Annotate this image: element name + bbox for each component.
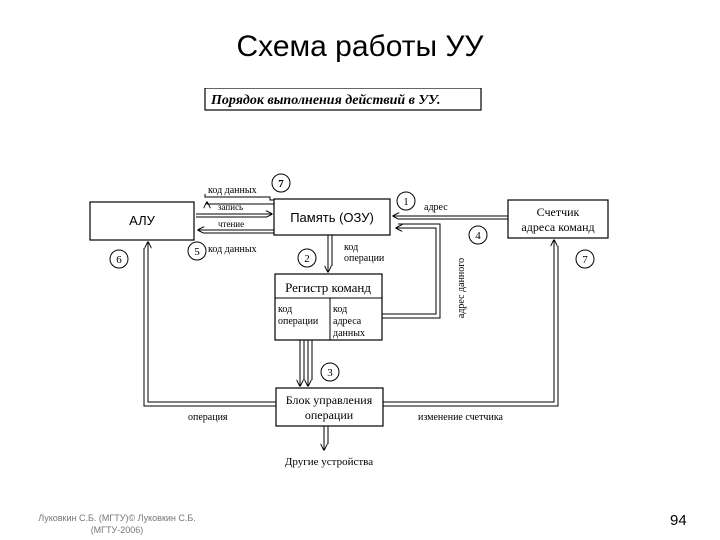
control-label-line2: операции	[305, 408, 354, 422]
label-op-code-line1: код	[344, 242, 358, 253]
caption-box	[204, 87, 482, 111]
memory-label: Память (ОЗУ)	[290, 210, 374, 225]
register-cell-addr-line2: адреса	[333, 316, 362, 327]
label-data-code-top: код данных	[208, 185, 257, 196]
step-marker-2: 2	[297, 248, 317, 268]
memory-block	[273, 198, 391, 236]
control-block	[275, 387, 384, 427]
label-data-code-bottom: код данных	[208, 244, 257, 255]
label-data-address: адрес данного	[456, 258, 467, 318]
svg-text:7: 7	[582, 254, 588, 266]
svg-text:1: 1	[403, 196, 409, 208]
register-cell-addr-line3: данных	[333, 328, 365, 339]
counter-block	[507, 199, 609, 239]
label-other-devices: Другие устройства	[285, 456, 373, 468]
register-cell-op-line1: код	[278, 304, 292, 315]
alu-label: АЛУ	[129, 213, 155, 228]
slide-title: Схема работы УУ	[236, 30, 484, 63]
register-label: Регистр команд	[285, 280, 371, 295]
register-cell-op-line2: операции	[278, 316, 319, 327]
counter-label-line1: Счетчик	[537, 205, 580, 219]
svg-text:5: 5	[194, 246, 200, 258]
control-label-line1: Блок управления	[286, 393, 373, 407]
step-marker-6: 6	[109, 249, 129, 269]
counter-label-line2: адреса команд	[521, 220, 594, 234]
register-cell-addr-line1: код	[333, 304, 347, 315]
label-write: запись	[218, 202, 243, 212]
page-number: 94	[670, 512, 687, 529]
label-read: чтение	[218, 219, 244, 229]
svg-text:2: 2	[304, 253, 310, 265]
control-unit-diagram: Порядок выполнения действий в УУ. АЛУ Па…	[89, 87, 609, 468]
step-marker-7-top: 7	[271, 173, 291, 193]
svg-text:4: 4	[475, 230, 481, 242]
step-marker-4: 4	[468, 225, 488, 245]
step-marker-5: 5	[187, 241, 207, 261]
diagram-caption: Порядок выполнения действий в УУ.	[210, 93, 441, 108]
step-marker-7-right: 7	[575, 249, 595, 269]
svg-text:7: 7	[278, 178, 284, 190]
label-op-code-line2: операции	[344, 253, 385, 264]
label-counter-change: изменение счетчика	[418, 412, 504, 423]
step-marker-3: 3	[320, 362, 340, 382]
label-operation: операция	[188, 412, 228, 423]
footer-author: Луковкин С.Б. (МГТУ)© Луковкин С.Б. (МГТ…	[38, 513, 196, 535]
step-marker-1: 1	[396, 191, 416, 211]
diagram-panel: Порядок выполнения действий в УУ. АЛУ Па…	[88, 87, 618, 482]
svg-text:3: 3	[327, 367, 333, 379]
svg-text:6: 6	[116, 254, 122, 266]
alu-block	[89, 201, 195, 241]
label-address: адрес	[424, 202, 448, 213]
register-block	[274, 273, 383, 341]
